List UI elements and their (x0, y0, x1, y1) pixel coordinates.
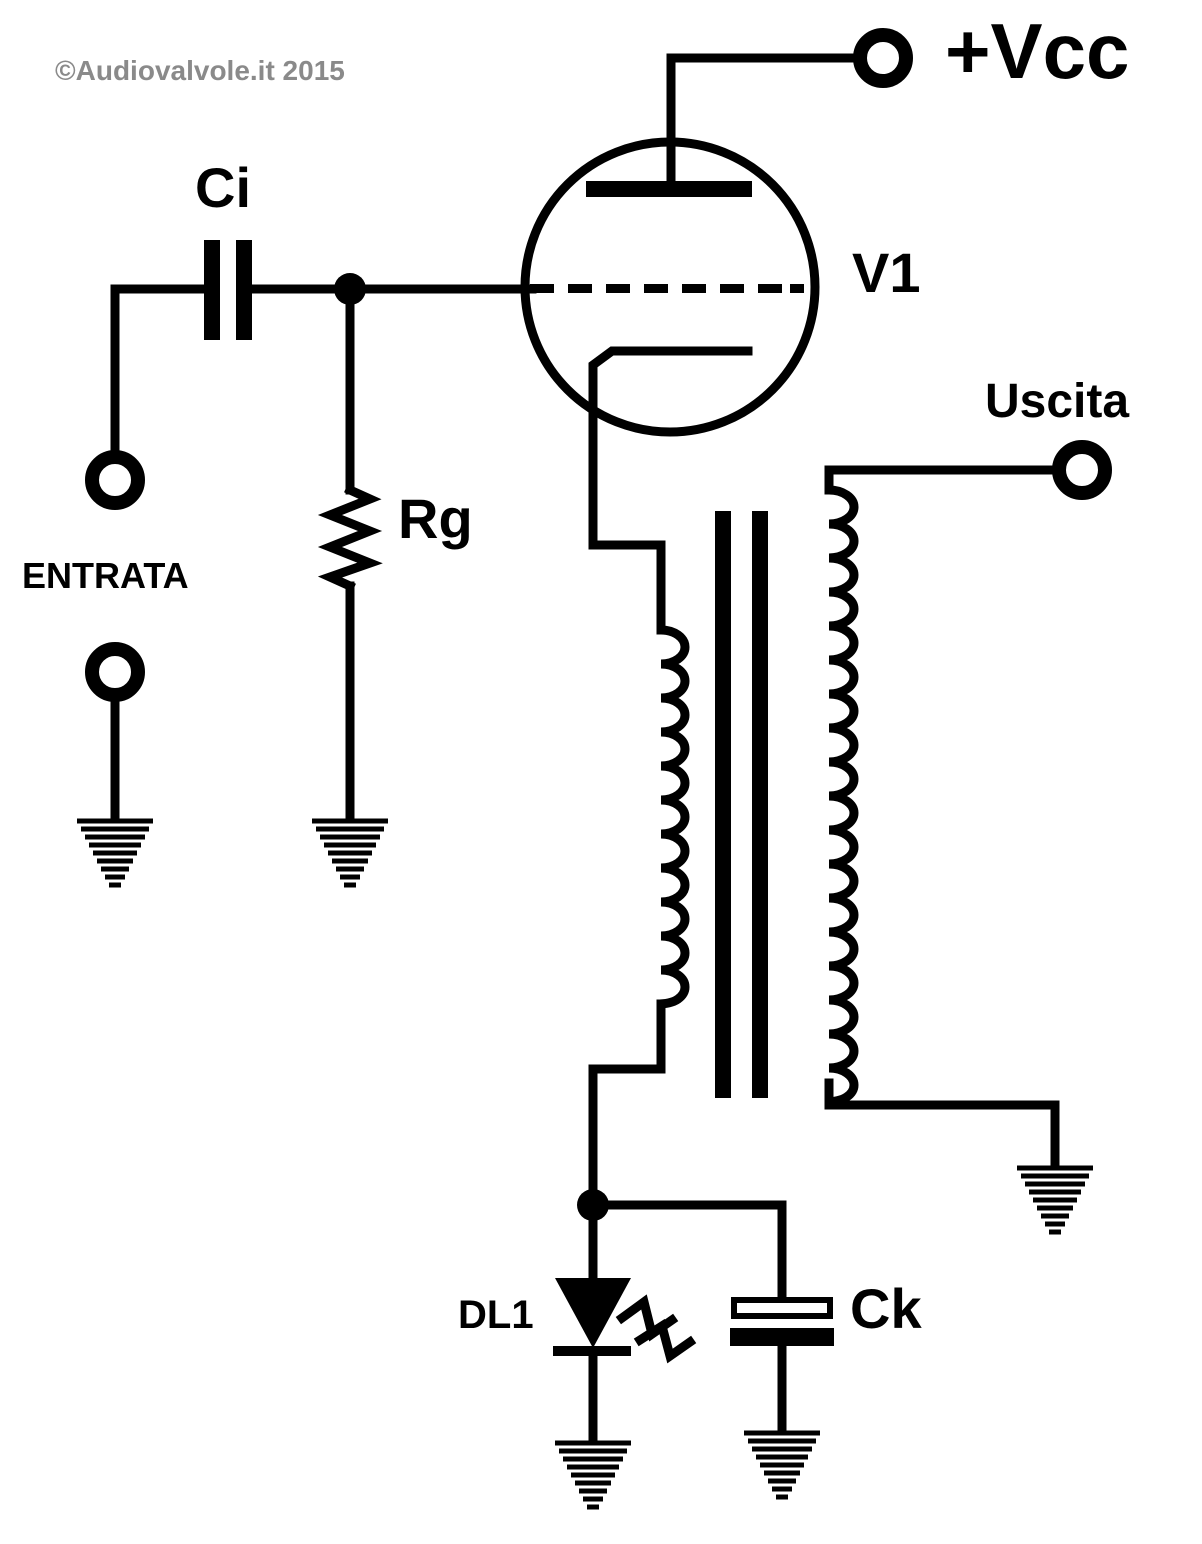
ground-symbol (77, 821, 153, 885)
transformer-core (715, 511, 768, 1098)
ci-capacitor-plate-left (204, 240, 220, 340)
ground-symbol (555, 1443, 631, 1507)
input-terminal-hot (85, 450, 145, 510)
v1-label: V1 (852, 241, 921, 304)
copyright-text: ©Audiovalvole.it 2015 (55, 55, 345, 86)
ci-label: Ci (195, 156, 251, 219)
ground-symbol (312, 821, 388, 885)
input-network (77, 240, 537, 885)
v1-tube (520, 125, 820, 550)
output-terminal (1052, 440, 1112, 500)
tube-cathode (588, 346, 753, 550)
input-terminal-ground (85, 642, 145, 702)
ck-label: Ck (850, 1277, 922, 1340)
vcc-terminal (666, 28, 913, 135)
rg-label: Rg (398, 487, 473, 550)
ck-capacitor (730, 1297, 834, 1497)
tube-grid (530, 284, 804, 293)
cathode-network (553, 1189, 834, 1507)
transformer-secondary (824, 440, 1112, 1232)
dl1-led (553, 1200, 697, 1507)
transformer-primary (588, 540, 690, 1210)
vcc-label: +Vcc (945, 7, 1129, 95)
ci-capacitor-plate-right (236, 240, 252, 340)
uscita-label: Uscita (985, 375, 1129, 428)
dl1-label: DL1 (458, 1293, 534, 1337)
entrata-label: ENTRATA (22, 555, 189, 596)
ground-symbol (744, 1433, 820, 1497)
rg-resistor (312, 284, 388, 885)
ground-symbol (1017, 1168, 1093, 1232)
